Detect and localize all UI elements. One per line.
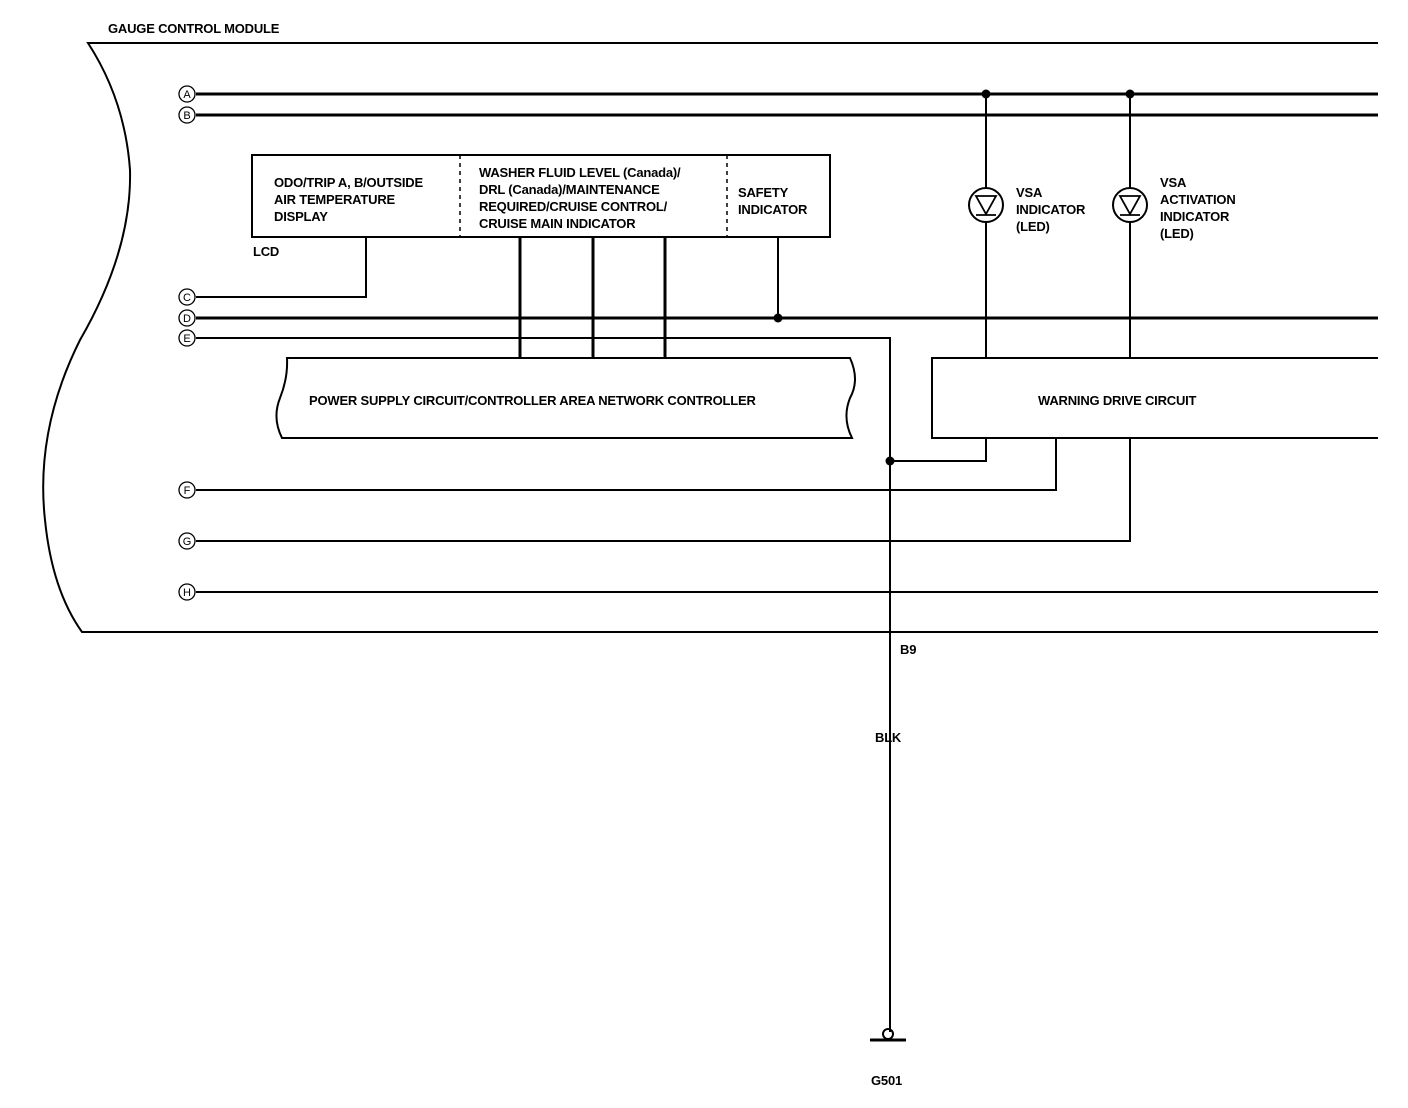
lcd-cell1-line1: ODO/TRIP A, B/OUTSIDE	[274, 175, 423, 190]
led1-line2: INDICATOR	[1016, 202, 1086, 217]
lcd-cell2-line4: CRUISE MAIN INDICATOR	[479, 216, 636, 231]
pin-f-label: F	[184, 485, 191, 497]
power-supply-block	[275, 357, 856, 439]
lcd-cell2-line1: WASHER FLUID LEVEL (Canada)/	[479, 165, 681, 180]
pin-b-label: B	[183, 110, 190, 122]
lcd-cell1-line3: DISPLAY	[274, 209, 328, 224]
wire-f	[196, 438, 1057, 491]
wire-g	[196, 438, 1131, 542]
warning-out-ground	[890, 438, 987, 462]
terminal-label: B9	[900, 642, 916, 657]
junction-d	[773, 313, 783, 323]
junction-ground	[885, 456, 895, 466]
led1-icon	[968, 187, 1004, 223]
led2-line3: INDICATOR	[1160, 209, 1230, 224]
pin-e-label: E	[183, 333, 190, 345]
wire-e	[196, 337, 891, 1032]
led2-line2: ACTIVATION	[1160, 192, 1236, 207]
lcd-cell1-line2: AIR TEMPERATURE	[274, 192, 396, 207]
warning-drive-label: WARNING DRIVE CIRCUIT	[1038, 393, 1197, 408]
lcd-label: LCD	[253, 244, 279, 259]
led2-line1: VSA	[1160, 175, 1187, 190]
pin-a-label: A	[183, 89, 191, 101]
junction-a	[981, 89, 991, 99]
pin-h-label: H	[183, 587, 191, 599]
ground-point-label: G501	[871, 1073, 902, 1088]
led2-icon	[1112, 187, 1148, 223]
lcd-cell2-line2: DRL (Canada)/MAINTENANCE	[479, 182, 660, 197]
junction-b	[1125, 89, 1135, 99]
led1-line3: (LED)	[1016, 219, 1050, 234]
lcd-box	[251, 154, 831, 238]
pin-g-label: G	[183, 536, 192, 548]
pin-d-label: D	[183, 313, 191, 325]
warning-drive-block	[931, 357, 1378, 439]
power-supply-label: POWER SUPPLY CIRCUIT/CONTROLLER AREA NET…	[309, 393, 756, 408]
led1-line1: VSA	[1016, 185, 1043, 200]
lcd-cell3-line1: SAFETY	[738, 185, 789, 200]
lcd-cell3-line2: INDICATOR	[738, 202, 808, 217]
wire-color-label: BLK	[875, 730, 902, 745]
led2-line4: (LED)	[1160, 226, 1194, 241]
ground-icon	[882, 1028, 894, 1040]
lcd-cell2-line3: REQUIRED/CRUISE CONTROL/	[479, 199, 668, 214]
wire-c	[196, 237, 367, 298]
module-outline	[42, 42, 1378, 633]
module-title: GAUGE CONTROL MODULE	[108, 21, 280, 36]
pin-c-label: C	[183, 292, 191, 304]
